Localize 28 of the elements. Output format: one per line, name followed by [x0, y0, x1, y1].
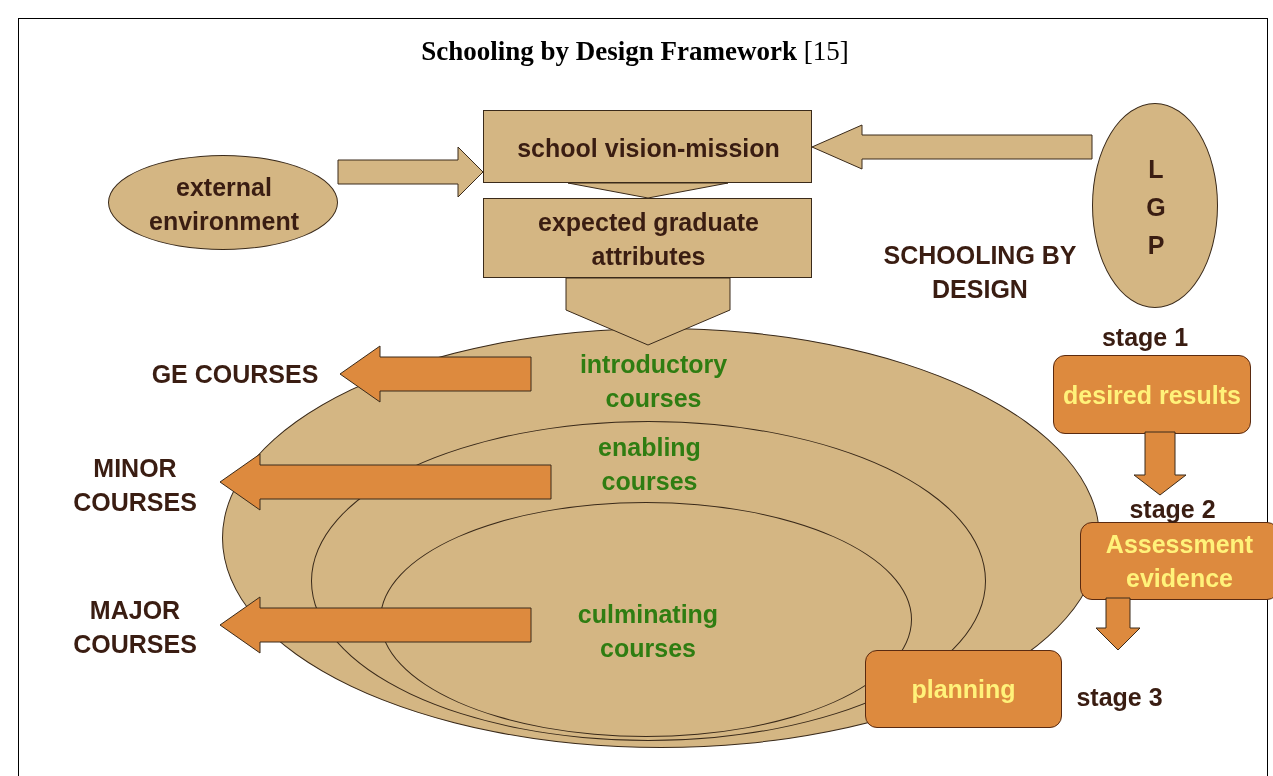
process-box [483, 198, 812, 278]
block-arrow [1095, 597, 1141, 651]
node-label: L G P [1145, 153, 1167, 261]
block-arrow [567, 182, 729, 199]
node-label: culminating courses [576, 598, 720, 663]
process-box [483, 110, 812, 183]
stage-label: stage 1 [1100, 322, 1190, 352]
diagram-title: Schooling by Design Framework [15] [420, 36, 850, 67]
block-arrow [811, 124, 1093, 170]
node-label: external environment [148, 171, 300, 237]
node-label: enabling courses [597, 432, 702, 496]
section-label: SCHOOLING BY DESIGN [882, 240, 1078, 305]
stage-label: stage 2 [1128, 495, 1217, 522]
block-arrow [565, 277, 731, 346]
category-label: MINOR COURSES [50, 450, 220, 520]
category-label: GE COURSES [130, 358, 340, 390]
process-box: Assessment evidence [1080, 522, 1273, 600]
node-label: introductory courses [578, 349, 729, 414]
block-arrow [219, 596, 532, 654]
block-arrow [219, 453, 552, 511]
node-label: expected graduate attributes [537, 207, 760, 272]
block-arrow [337, 146, 484, 198]
node-label: school vision-mission [516, 132, 781, 164]
process-box: desired results [1053, 355, 1251, 434]
block-arrow [339, 345, 532, 403]
block-arrow [1133, 431, 1187, 496]
stage-label: stage 3 [1075, 682, 1164, 713]
category-label: MAJOR COURSES [50, 592, 220, 662]
